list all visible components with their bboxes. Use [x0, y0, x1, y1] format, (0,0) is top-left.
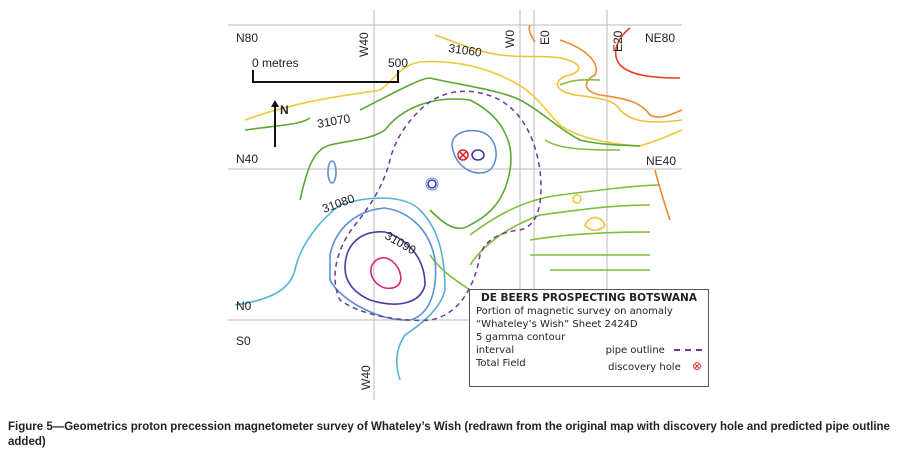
north-arrow	[271, 100, 279, 147]
pipe-outline	[334, 90, 542, 322]
contour-label-31080: 31080	[320, 191, 356, 216]
contours	[234, 24, 683, 381]
grid-label-n80: N80	[236, 31, 258, 45]
figure-caption: Figure 5—Geometrics proton precession ma…	[8, 421, 890, 448]
scale-bar	[252, 70, 399, 83]
pipe-outline-swatch	[674, 349, 702, 351]
discovery-hole-icon: ⊗	[691, 359, 702, 373]
map-legend: DE BEERS PROSPECTING BOTSWANA Portion of…	[469, 289, 709, 387]
grid-label-s0: S0	[236, 334, 251, 348]
scale-start-label: 0 metres	[252, 56, 299, 70]
grid-label-ne40: NE40	[646, 154, 676, 168]
legend-line1: Portion of magnetic survey on anomaly	[476, 306, 673, 317]
legend-title: DE BEERS PROSPECTING BOTSWANA	[481, 292, 697, 304]
contour-label-31060: 31060	[448, 41, 483, 60]
contour-label-31090: 31090	[383, 228, 419, 257]
legend-line5: Total Field	[476, 358, 526, 369]
grid-label-w0: W0	[503, 30, 517, 48]
grid-label-n0: N0	[236, 299, 252, 313]
scale-end-label: 500	[388, 56, 408, 70]
grid-label-w40-top: W40	[357, 32, 371, 57]
grid-label-e20: E20	[611, 30, 625, 52]
discovery-hole-marker	[457, 149, 469, 161]
grid-label-n40: N40	[236, 152, 258, 166]
legend-line3: 5 gamma contour	[476, 332, 566, 343]
legend-pipe-outline-label: pipe outline	[605, 345, 665, 356]
grid-label-w40-bottom: W40	[359, 365, 373, 390]
north-label: N	[280, 103, 289, 117]
contour-label-31070: 31070	[316, 111, 352, 131]
grid-label-e0: E0	[538, 30, 552, 45]
grid-label-ne80: NE80	[645, 31, 675, 45]
legend-discovery-hole-label: discovery hole	[608, 362, 681, 373]
legend-line4: interval	[476, 345, 515, 356]
legend-line2: “Whateley’s Wish” Sheet 2424D	[476, 319, 638, 330]
